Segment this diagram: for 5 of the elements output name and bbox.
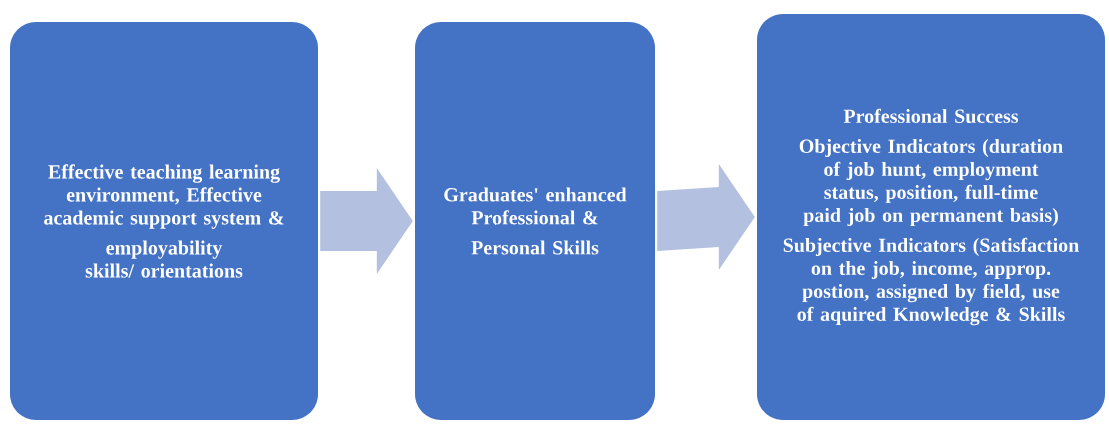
process-box: Graduates' enhanced Professional & Personal Skills	[415, 22, 655, 420]
block-arrow	[320, 168, 413, 274]
process-box: Professional Success Objective Indicators (duration of job hunt, employment status, position, full-time paid job on permanent basis) Subjective Indicators (Satisfaction on the job, income, approp. postion, assigned by field, use of aquired Knowledge & Skills	[757, 14, 1105, 420]
block-arrow	[657, 164, 755, 270]
process-box: Effective teaching learning environment, Effective academic support system & employability skills/ orientations	[10, 22, 318, 420]
